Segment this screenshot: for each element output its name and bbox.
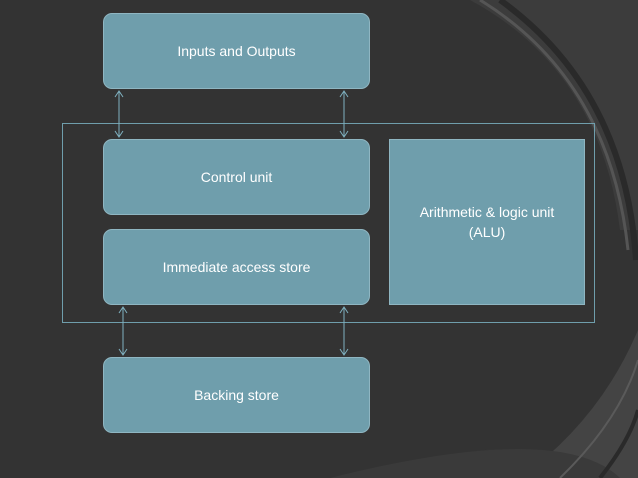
inputs-outputs-box: Inputs and Outputs bbox=[103, 13, 370, 89]
cpu-boundary bbox=[62, 123, 595, 323]
alu-label-line2: (ALU) bbox=[468, 224, 506, 240]
control-unit-label: Control unit bbox=[200, 169, 273, 185]
arrow-io-control-left bbox=[114, 90, 124, 138]
backing-store-box: Backing store bbox=[103, 357, 370, 433]
arrow-io-control-right bbox=[339, 90, 349, 138]
arrow-store-backing-right bbox=[339, 306, 349, 356]
arrow-store-backing-left bbox=[118, 306, 128, 356]
control-unit-box: Control unit bbox=[103, 139, 370, 215]
backing-store-label: Backing store bbox=[194, 387, 279, 403]
alu-box: Arithmetic & logic unit (ALU) bbox=[389, 139, 585, 305]
inputs-outputs-label: Inputs and Outputs bbox=[177, 43, 296, 59]
immediate-access-store-box: Immediate access store bbox=[103, 229, 370, 305]
alu-label-line1: Arithmetic & logic unit bbox=[419, 203, 555, 220]
immediate-access-store-label: Immediate access store bbox=[162, 259, 311, 275]
